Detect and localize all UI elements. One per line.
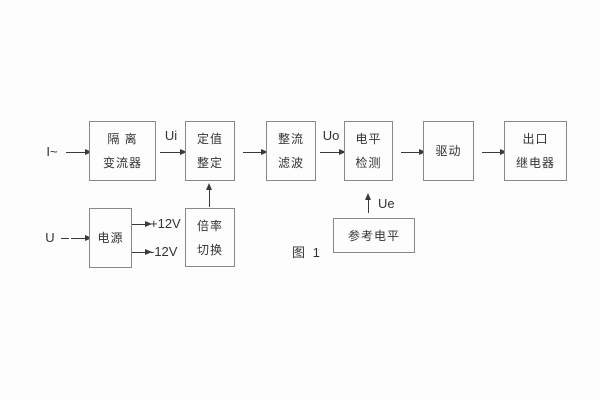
block-output-relay: 出口 继电器	[504, 121, 567, 181]
block-ratio-line2: 切换	[196, 242, 223, 257]
block-level-line1: 电平	[355, 132, 382, 146]
figure-caption: 图 1	[292, 245, 322, 260]
rail-positive-label: +12V	[150, 216, 181, 231]
block-isolation-line2: 变流器	[102, 156, 142, 170]
block-ratio-switch: 倍率 切换	[185, 208, 235, 267]
block-isolation-line1: 隔 离	[107, 132, 138, 146]
block-power-supply: 电源	[89, 208, 132, 268]
block-reference-level: 参考电平	[333, 218, 415, 253]
block-rectify-line2: 滤波	[277, 156, 304, 170]
arrow-rectify-to-level	[320, 149, 346, 155]
block-level-detection: 电平 检测	[344, 121, 393, 181]
rail-negative-label: -12V	[150, 244, 178, 259]
signal-ui-label: Ui	[164, 128, 178, 143]
arrow-setpoint-to-rectify	[243, 149, 268, 155]
voltage-input-dash	[61, 238, 69, 239]
arrow-voltage-to-power	[71, 235, 92, 241]
block-drive: 驱动	[423, 121, 474, 181]
block-setpoint-line2: 整定	[196, 156, 223, 170]
block-drive-line1: 驱动	[435, 144, 462, 158]
arrow-level-to-drive	[401, 149, 426, 155]
input-current-label: I~	[46, 144, 58, 159]
block-relay-line2: 继电器	[515, 156, 555, 170]
block-level-line2: 检测	[355, 156, 382, 170]
signal-uo-label: Uo	[322, 128, 340, 143]
block-isolation-transformer: 隔 离 变流器	[89, 121, 156, 181]
block-relay-line1: 出口	[522, 132, 549, 146]
block-setpoint-line1: 定值	[196, 132, 223, 146]
arrow-rail-negative	[132, 249, 152, 255]
arrow-current-to-isolation	[66, 149, 92, 155]
block-power-line1: 电源	[97, 231, 124, 245]
input-voltage-label: U	[45, 230, 55, 245]
block-rectifier-filter: 整流 滤波	[266, 121, 316, 181]
arrow-isolation-to-setpoint	[160, 149, 187, 155]
arrow-reference-to-level	[365, 193, 371, 213]
block-rectify-line1: 整流	[277, 132, 304, 146]
arrow-drive-to-relay	[482, 149, 507, 155]
arrow-rail-positive	[132, 221, 152, 227]
block-reference-line1: 参考电平	[347, 228, 400, 243]
arrow-ratio-to-setpoint	[206, 183, 212, 207]
signal-ue-label: Ue	[378, 196, 395, 211]
block-setpoint-setting: 定值 整定	[185, 121, 235, 181]
block-ratio-line1: 倍率	[196, 218, 223, 233]
